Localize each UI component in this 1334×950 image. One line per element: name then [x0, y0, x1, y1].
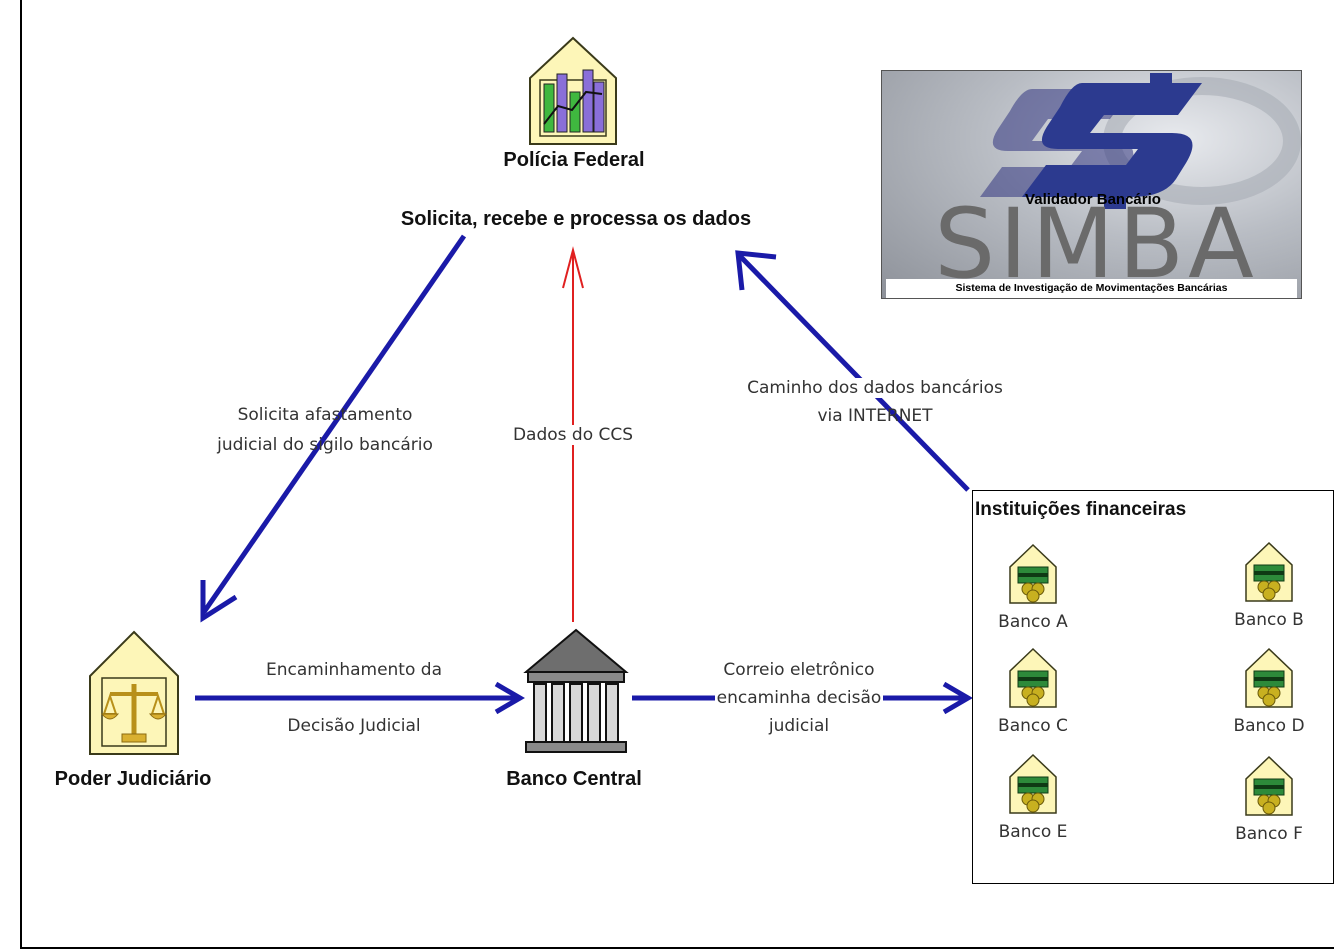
- label-afastamento-2: judicial do sigilo bancário: [217, 435, 433, 455]
- label-ccs: Dados do CCS: [496, 425, 650, 445]
- arrow-internet: [738, 254, 970, 492]
- bank-item-f: Banco F: [1219, 755, 1319, 844]
- money-house-icon: [1245, 647, 1293, 708]
- bank-item-d: Banco D: [1219, 647, 1319, 736]
- money-house-icon: [1245, 541, 1293, 602]
- label-correio-3: judicial: [768, 716, 830, 736]
- node-banco-central: Banco Central: [506, 768, 642, 790]
- instituicoes-title: Instituições financeiras: [975, 499, 1187, 520]
- dollar-logo-icon: [980, 73, 1301, 209]
- logo-tagline: Validador Bancário: [1025, 191, 1161, 208]
- bank-building-icon: [522, 628, 630, 761]
- simba-logo: Validador Bancário SIMBA Sistema de Inve…: [881, 70, 1302, 299]
- node-policia-subtitle: Solicita, recebe e processa os dados: [400, 208, 752, 230]
- scales-house-icon: [88, 630, 180, 763]
- money-house-icon: [1245, 755, 1293, 816]
- arrowhead-bc: [494, 681, 525, 715]
- arrowhead-inst: [942, 681, 973, 715]
- money-house-icon: [1009, 543, 1057, 604]
- arrowhead-internet: [735, 250, 777, 291]
- instituicoes-panel: Instituições financeiras Banco A Banco B…: [972, 490, 1334, 884]
- bank-label-e: Banco E: [998, 822, 1068, 842]
- node-poder-judiciario: Poder Judiciário: [54, 768, 212, 790]
- money-house-icon: [1009, 647, 1057, 708]
- label-correio-1: Correio eletrônico: [723, 660, 875, 680]
- label-encaminhamento-1: Encaminhamento da: [265, 660, 442, 680]
- logo-subtitle: Sistema de Investigação de Movimentações…: [886, 279, 1297, 298]
- arrowhead-judiciario: [200, 580, 238, 623]
- label-encaminhamento-2: Decisão Judicial: [287, 716, 421, 736]
- money-house-icon: [1009, 753, 1057, 814]
- label-caminho-2: via INTERNET: [817, 406, 933, 426]
- arrow-pf-to-judiciario: [201, 234, 467, 614]
- diagram-frame: [20, 0, 1334, 949]
- label-caminho-1: Caminho dos dados bancários: [744, 378, 1006, 398]
- label-afastamento-1: Solicita afastamento: [237, 405, 413, 425]
- bank-item-e: Banco E: [983, 753, 1083, 842]
- bank-item-a: Banco A: [983, 543, 1083, 632]
- label-correio-2: encaminha decisão: [714, 688, 884, 708]
- node-policia-federal: Polícia Federal: [503, 149, 645, 171]
- bank-label-c: Banco C: [998, 716, 1068, 736]
- bank-label-a: Banco A: [998, 612, 1068, 632]
- arrowhead-ccs: [562, 246, 584, 289]
- bank-item-c: Banco C: [983, 647, 1083, 736]
- bank-label-d: Banco D: [1233, 716, 1305, 736]
- bank-label-f: Banco F: [1235, 824, 1303, 844]
- bank-label-b: Banco B: [1234, 610, 1304, 630]
- chart-house-icon: [528, 36, 618, 151]
- bank-item-b: Banco B: [1219, 541, 1319, 630]
